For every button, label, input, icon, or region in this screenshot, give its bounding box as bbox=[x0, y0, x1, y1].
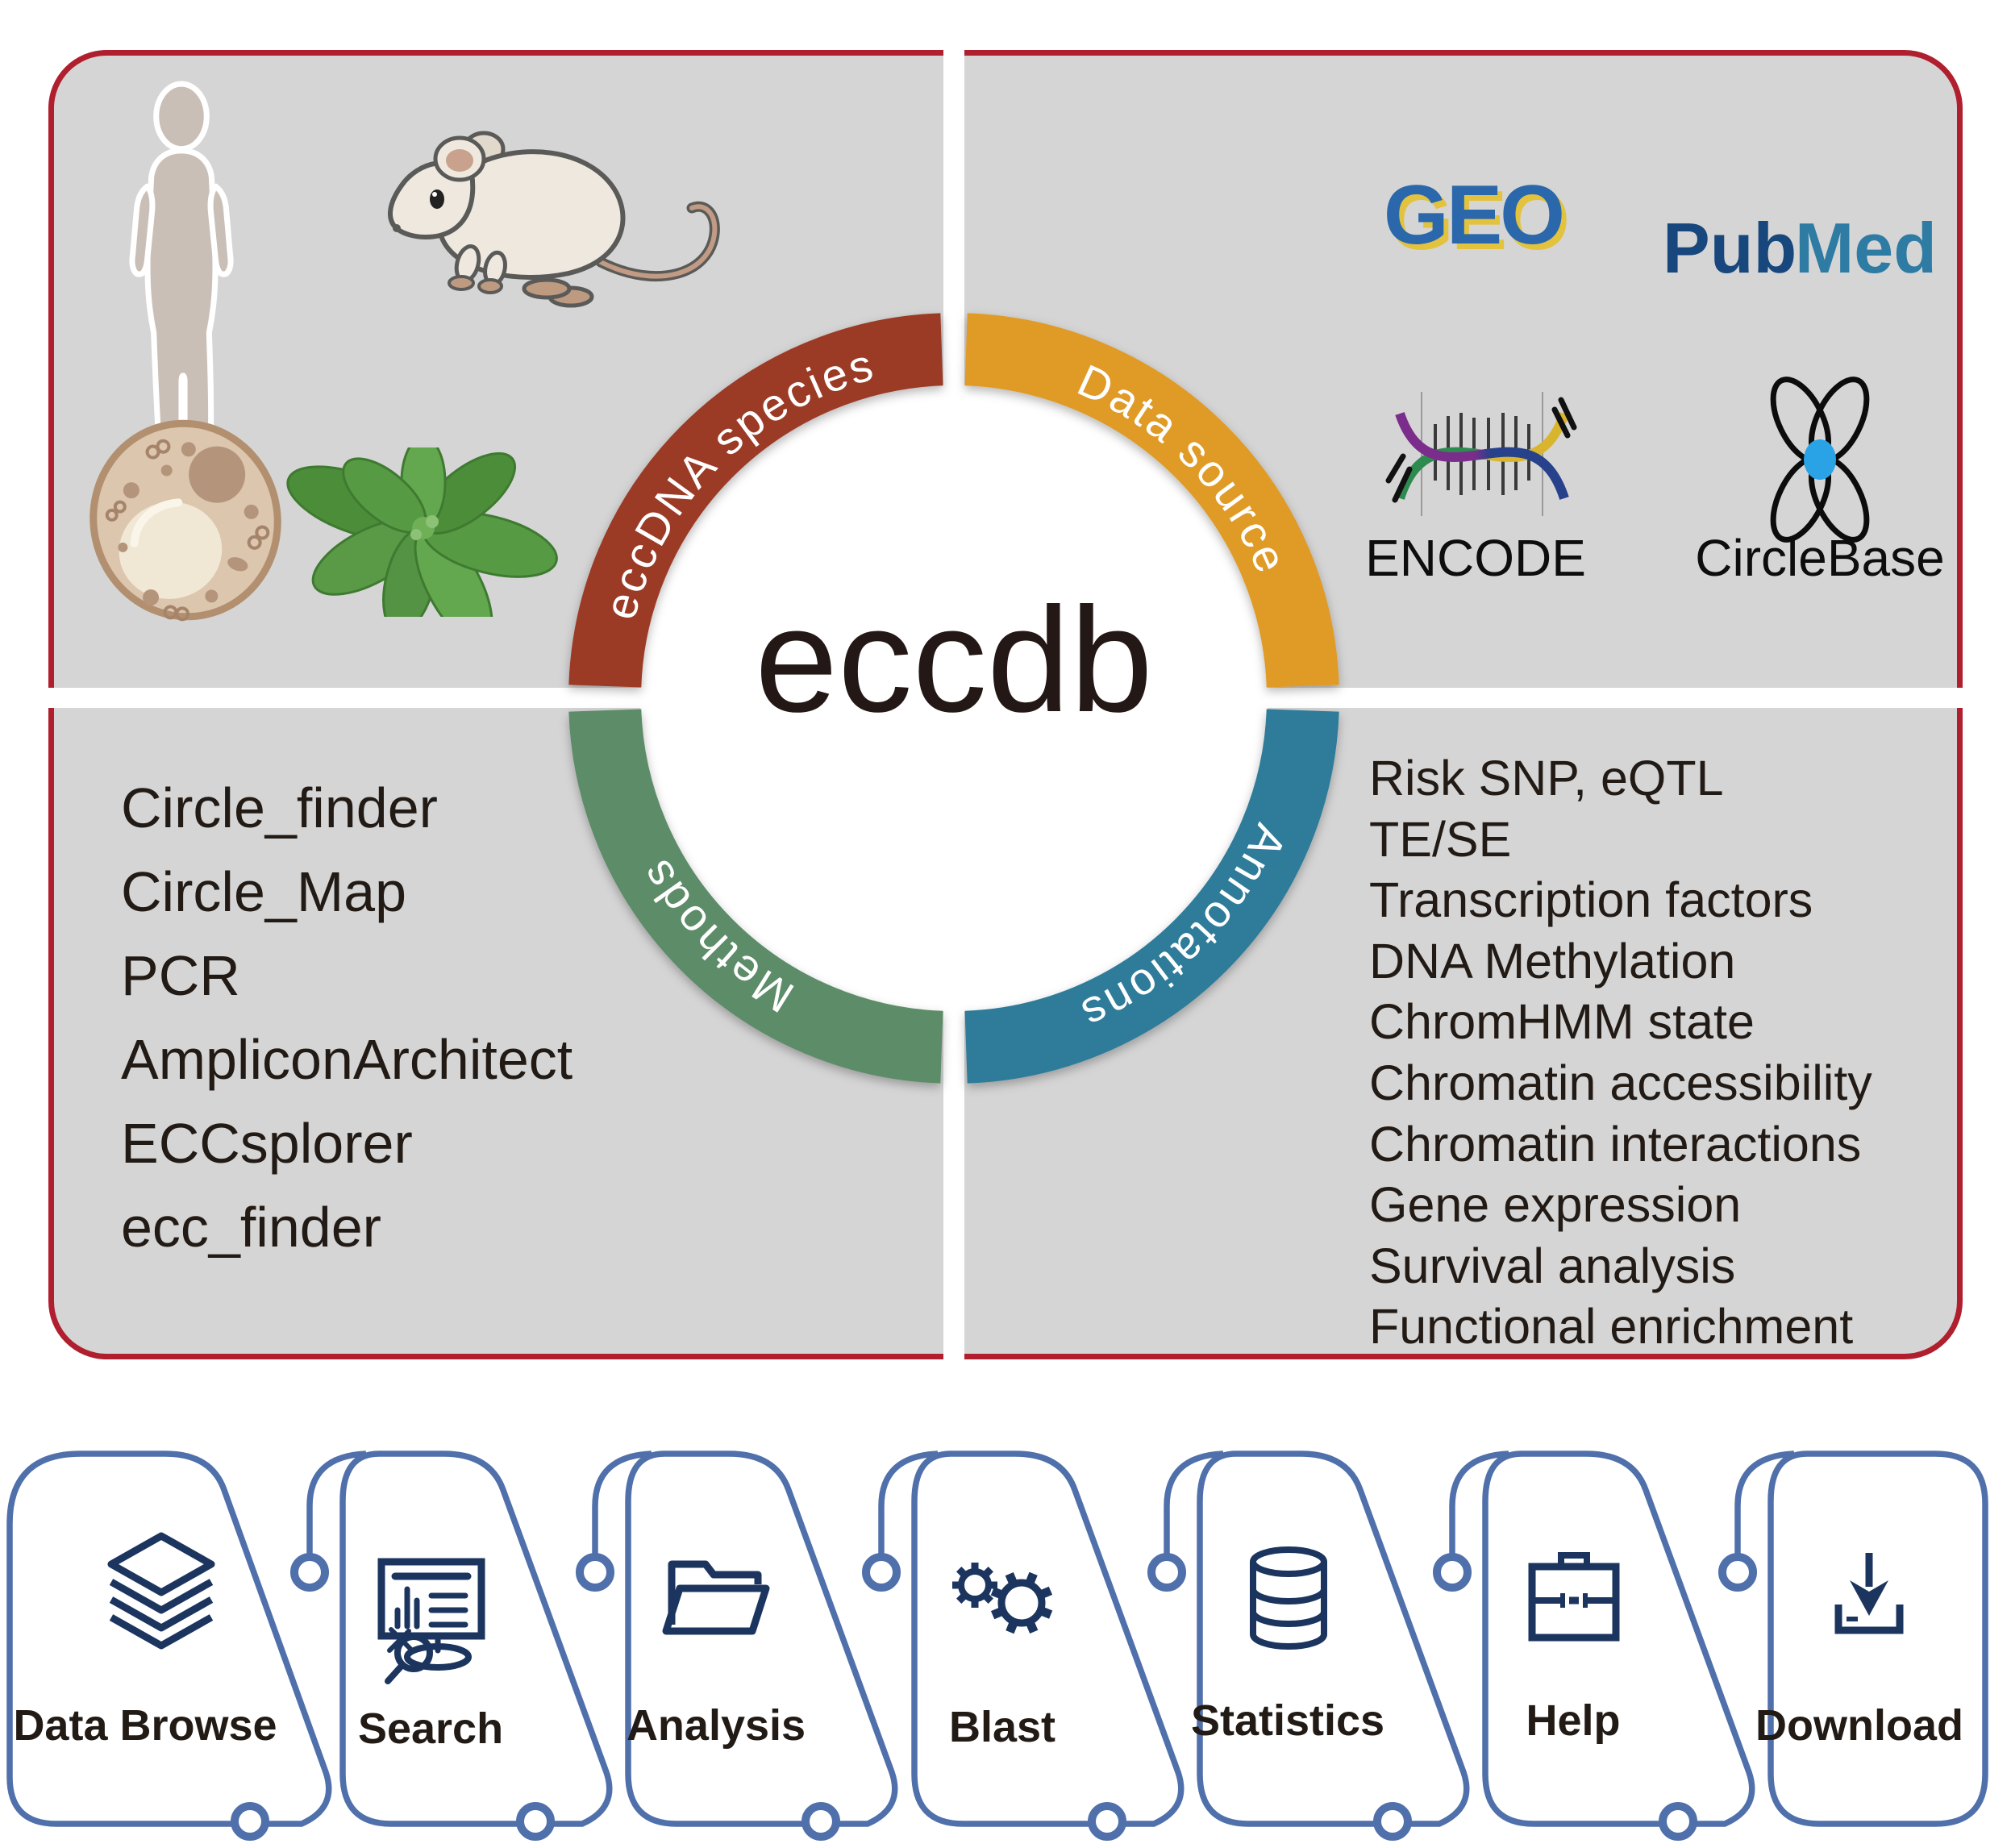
annotation-item: Functional enrichment bbox=[1369, 1299, 1854, 1355]
plant-illustration bbox=[286, 447, 558, 617]
database-icon bbox=[1250, 1546, 1327, 1650]
circlebase-center-dot bbox=[1804, 439, 1836, 480]
method-item: ecc_finder bbox=[121, 1196, 381, 1259]
nav-label-download: Download bbox=[1755, 1701, 1963, 1750]
annotation-item: Chromatin interactions bbox=[1369, 1116, 1862, 1172]
geo-logo-text: GEO bbox=[1383, 168, 1565, 262]
annotation-item: Chromatin accessibility bbox=[1369, 1055, 1872, 1110]
pubmed-book-icon bbox=[1800, 232, 1805, 244]
cell-vacuole bbox=[119, 502, 223, 599]
chain-links bbox=[306, 1451, 1795, 1556]
layers-icon bbox=[107, 1532, 215, 1650]
arc-methods bbox=[568, 709, 943, 1084]
pubmed-pub-text: Pub bbox=[1663, 208, 1797, 288]
nav-card-analysis[interactable] bbox=[625, 1451, 898, 1827]
plant-leaves bbox=[286, 447, 558, 617]
mouse-illustration bbox=[387, 131, 720, 308]
nav-label-analysis: Analysis bbox=[627, 1701, 806, 1750]
arc-data-source bbox=[964, 313, 1339, 688]
annotation-item: TE/SE bbox=[1369, 811, 1512, 867]
annotation-item: Risk SNP, eQTL bbox=[1369, 751, 1724, 805]
annotation-item: Gene expression bbox=[1369, 1177, 1742, 1233]
mouse-front-foot bbox=[448, 275, 475, 291]
chain-node-icons bbox=[231, 1553, 1757, 1841]
briefcase-icon bbox=[1528, 1552, 1620, 1642]
encode-helix-icon bbox=[1385, 392, 1577, 516]
pubmed-med-text: Med bbox=[1795, 208, 1937, 288]
folder-icon bbox=[662, 1560, 770, 1635]
cell-nucleus bbox=[189, 446, 246, 503]
annotation-item: DNA Methylation bbox=[1369, 933, 1736, 989]
method-item: Circle_finder bbox=[121, 776, 438, 839]
download-icon bbox=[1834, 1553, 1904, 1634]
gears-icon bbox=[952, 1563, 1053, 1634]
nav-label-data-browse: Data Browse bbox=[13, 1701, 277, 1750]
center-disc bbox=[640, 385, 1268, 1012]
annotation-item: ChromHMM state bbox=[1369, 994, 1755, 1050]
annotations-list: Risk SNP, eQTL TE/SE Transcription facto… bbox=[1369, 748, 1872, 1358]
search-monitor-icon bbox=[377, 1558, 485, 1684]
mouse-tail bbox=[598, 204, 718, 279]
nav-label-statistics: Statistics bbox=[1191, 1696, 1384, 1745]
geo-logo: GEO bbox=[1364, 169, 1582, 262]
method-item: AmpliconArchitect bbox=[121, 1028, 573, 1091]
human-head bbox=[153, 81, 210, 152]
method-item: Circle_Map bbox=[121, 860, 406, 923]
nav-card-download[interactable] bbox=[1767, 1451, 1988, 1827]
annotation-item: Transcription factors bbox=[1369, 872, 1813, 928]
method-item: ECCsplorer bbox=[121, 1112, 413, 1175]
mouse-nose bbox=[393, 224, 401, 232]
pubmed-logo: Pub Med bbox=[1663, 187, 1937, 284]
yeast-cell-illustration bbox=[90, 419, 281, 622]
methods-list: Circle_finder Circle_Map PCR AmpliconArc… bbox=[121, 766, 572, 1269]
arc-species bbox=[568, 313, 943, 688]
nav-card-statistics[interactable] bbox=[1197, 1451, 1470, 1827]
nav-label-search: Search bbox=[358, 1704, 503, 1753]
method-item: PCR bbox=[121, 944, 240, 1007]
circlebase-logo-label: CircleBase bbox=[1695, 529, 1945, 587]
human-left-arm bbox=[129, 183, 156, 277]
arc-annotations bbox=[964, 709, 1339, 1084]
human-right-arm bbox=[207, 183, 234, 277]
nav-label-blast: Blast bbox=[949, 1703, 1055, 1751]
nav-label-help: Help bbox=[1526, 1696, 1620, 1745]
encode-logo-label: ENCODE bbox=[1365, 529, 1586, 587]
annotation-item: Survival analysis bbox=[1369, 1238, 1736, 1293]
nav-card-blast[interactable] bbox=[911, 1451, 1185, 1827]
db-title: eccdb bbox=[755, 577, 1153, 743]
mouse-inner-ear bbox=[446, 149, 473, 172]
cell-organelles bbox=[118, 442, 259, 606]
circlebase-flower-icon bbox=[1770, 377, 1870, 543]
cell-mitochondria bbox=[105, 439, 270, 622]
mouse-near-hind-foot bbox=[522, 277, 572, 300]
